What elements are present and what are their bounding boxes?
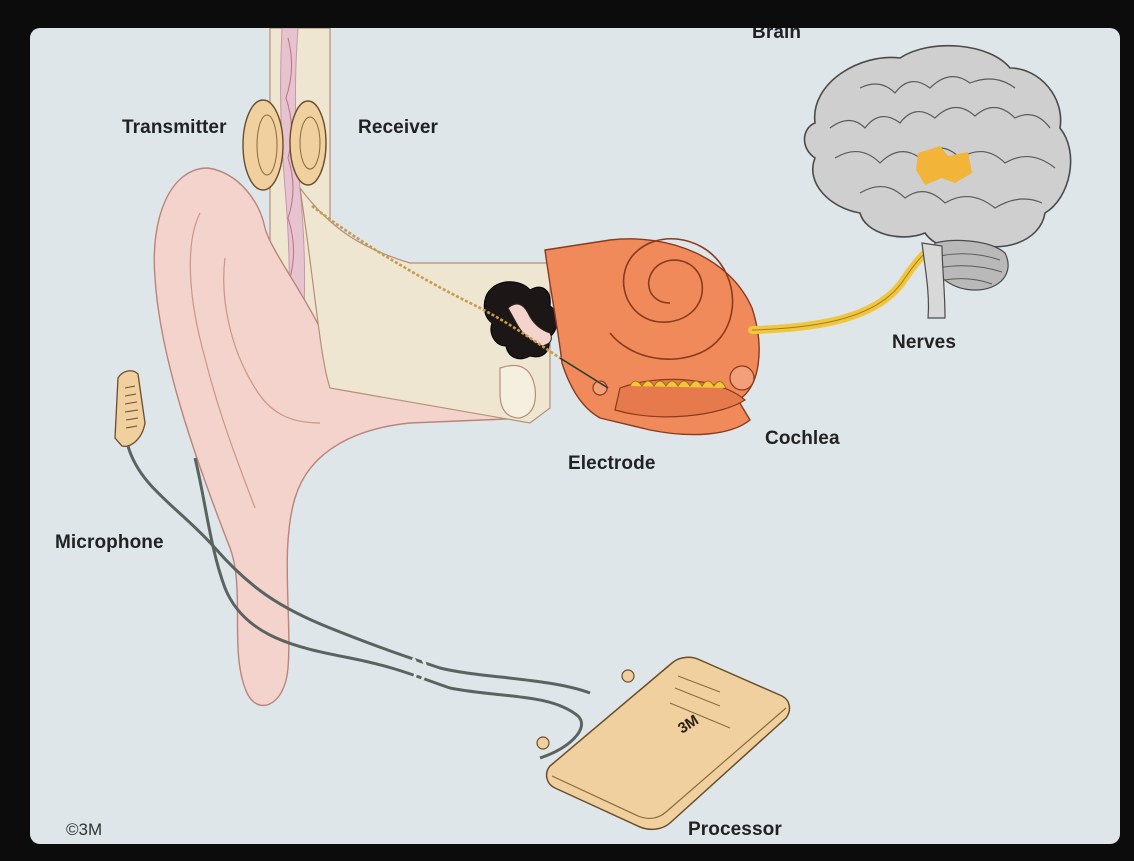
processor-jack-top — [622, 670, 634, 682]
processor-jack-left — [537, 737, 549, 749]
canal-opening — [500, 366, 535, 419]
cochlea-round-window — [730, 366, 754, 390]
label-cochlea: Cochlea — [765, 428, 840, 450]
label-receiver: Receiver — [358, 117, 438, 139]
label-processor: Processor — [688, 819, 782, 841]
label-microphone: Microphone — [55, 532, 164, 554]
brain-stem — [922, 243, 945, 318]
cochlear-implant-diagram — [30, 28, 1120, 844]
auditory-nerve — [752, 248, 930, 330]
receiver-disc — [290, 101, 326, 185]
copyright-notice: ©3M — [66, 820, 102, 840]
label-nerves: Nerves — [892, 332, 956, 354]
label-transmitter: Transmitter — [122, 117, 227, 139]
microphone-body — [115, 371, 145, 447]
slide-panel: Brain Transmitter Receiver Nerves Cochle… — [30, 28, 1120, 844]
processor-body — [547, 657, 790, 829]
label-electrode: Electrode — [568, 453, 656, 475]
microphone-cable — [128, 446, 590, 693]
label-brain: Brain — [752, 28, 801, 44]
